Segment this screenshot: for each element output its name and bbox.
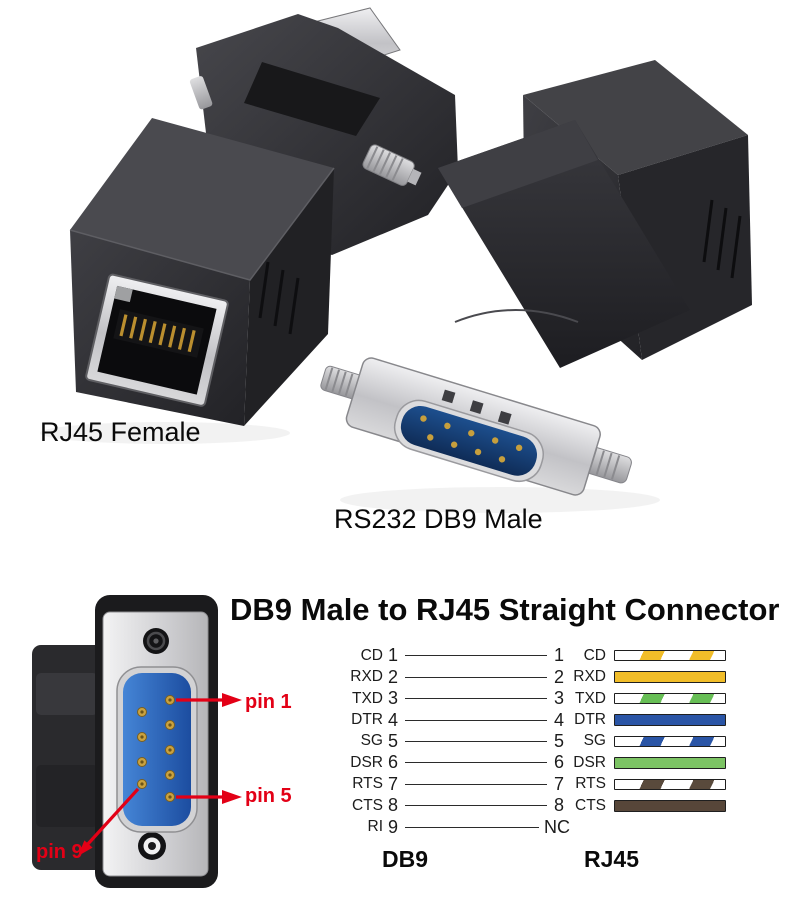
db9-signal: DSR <box>350 753 383 771</box>
db9-pins <box>137 695 175 802</box>
pin-1-label: pin 1 <box>245 691 292 713</box>
wire-color-swatch <box>614 649 726 662</box>
rj45-signal: RXD <box>573 668 606 686</box>
wiring-row: RI 9 NC <box>340 817 726 838</box>
thumbscrew <box>362 144 422 186</box>
rj45-pin-number: 3 <box>554 688 565 709</box>
connection-line <box>405 783 547 785</box>
pin-5-label: pin 5 <box>245 785 292 807</box>
db9-pin-number: 3 <box>388 688 399 709</box>
wiring-row: RXD 2 2 RXD <box>340 666 726 687</box>
rj45-signal: CD <box>583 646 606 664</box>
pin-callout-arrows <box>78 693 242 856</box>
db9-signal: DTR <box>351 711 383 729</box>
wiring-row: RTS 7 7 RTS <box>340 774 726 795</box>
rs232-db9-male-label: RS232 DB9 Male <box>334 504 543 534</box>
wiring-row: DTR 4 4 DTR <box>340 709 726 730</box>
wire-color-swatch <box>614 692 726 705</box>
connection-line <box>405 740 547 742</box>
shadow <box>40 422 290 444</box>
db9-male-adapter-illustration <box>320 60 752 496</box>
rj45-signal: SG <box>583 732 606 750</box>
db9-signal: RTS <box>352 775 383 793</box>
db9-column-label: DB9 <box>382 846 429 872</box>
wire-color-swatch <box>614 800 726 812</box>
connection-line <box>405 805 547 807</box>
rj45-pin-number: 8 <box>554 795 565 816</box>
wiring-row: DSR 6 6 DSR <box>340 752 726 773</box>
wire-color-swatch <box>614 671 726 683</box>
db9-signal: TXD <box>352 689 383 707</box>
rj45-signal: DSR <box>573 753 606 771</box>
db9-pin-number: 9 <box>388 816 399 837</box>
connection-line <box>405 762 547 764</box>
db9-signal: RI <box>367 818 384 836</box>
db9-pin-number: 8 <box>388 795 399 816</box>
db9-signal: CD <box>360 646 383 664</box>
connection-line <box>405 719 547 721</box>
wiring-row: CTS 8 8 CTS <box>340 795 726 816</box>
pin-9-label: pin 9 <box>36 841 83 863</box>
rj45-signal: RTS <box>575 775 606 793</box>
diagram-title: DB9 Male to RJ45 Straight Connector <box>230 592 780 627</box>
rj45-pin-number: 7 <box>554 773 565 794</box>
wire-color-swatch <box>614 735 726 748</box>
db9-pin-number: 7 <box>388 773 399 794</box>
connection-line <box>405 676 547 678</box>
rj45-signal: DTR <box>574 711 606 729</box>
wiring-row: CD 1 1 CD <box>340 645 726 666</box>
wiring-row: TXD 3 3 TXD <box>340 688 726 709</box>
wire-color-swatch <box>614 714 726 726</box>
db9-pin-number: 4 <box>388 709 399 730</box>
db9-signal: SG <box>360 732 383 750</box>
rj45-signal: TXD <box>575 689 606 707</box>
db9-pin-number: 1 <box>388 645 399 666</box>
connection-line <box>405 698 547 700</box>
db9-pin-number: 5 <box>388 730 399 751</box>
wiring-table: CD 1 1 CD RXD 2 2 RXD TXD 3 3 TXD DTR 4 <box>340 645 726 838</box>
rj45-pin-number: 2 <box>554 666 565 687</box>
rj45-column-label: RJ45 <box>584 846 639 872</box>
db9-pin-number: 6 <box>388 752 399 773</box>
db9-connector-photo <box>32 595 242 888</box>
db9-signal: RXD <box>350 668 383 686</box>
nc-label: NC <box>544 816 570 837</box>
db9-connector <box>320 357 632 496</box>
rj45-female-label: RJ45 Female <box>40 417 201 447</box>
rj45-female-adapter-illustration <box>69 7 458 426</box>
rj45-pin-number: 5 <box>554 730 565 751</box>
wire-color-swatch <box>614 778 726 791</box>
adapter-photos-illustration <box>40 7 752 513</box>
wire-color-swatch <box>614 757 726 769</box>
wiring-row: SG 5 5 SG <box>340 731 726 752</box>
connection-line <box>405 826 539 828</box>
rj45-pin-number: 1 <box>554 645 565 666</box>
rj45-pin-number: 4 <box>554 709 565 730</box>
db9-signal: CTS <box>352 796 383 814</box>
rj45-signal: CTS <box>575 796 606 814</box>
rj45-port <box>85 273 229 407</box>
rj45-pin-number: 6 <box>554 752 565 773</box>
connection-line <box>405 655 547 657</box>
db9-pin-number: 2 <box>388 666 399 687</box>
